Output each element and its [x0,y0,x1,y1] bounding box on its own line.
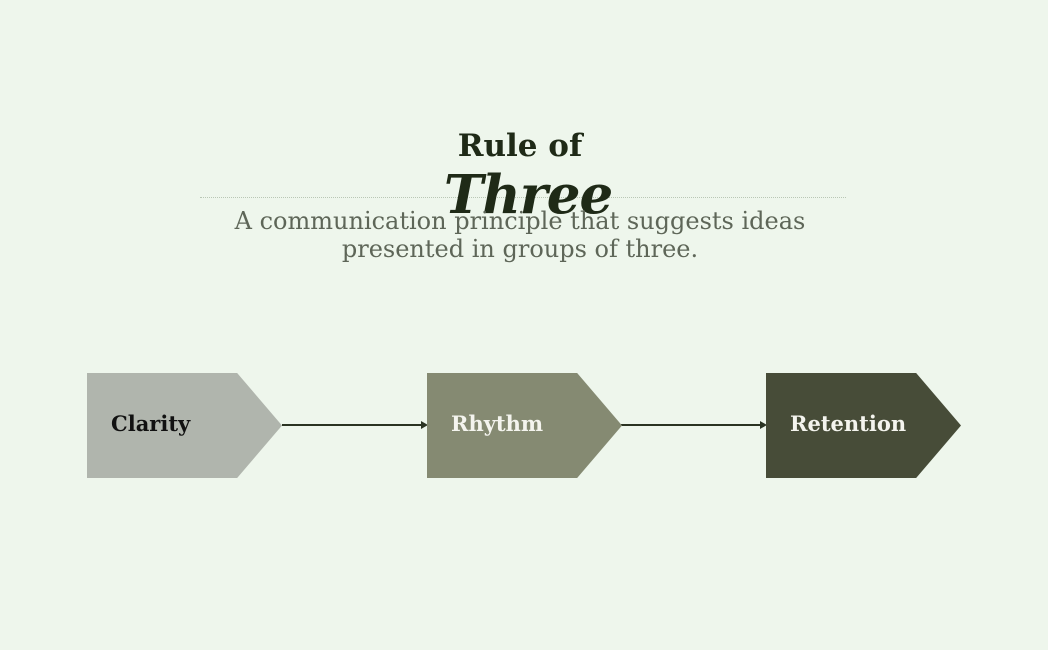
connector-1 [282,424,422,426]
title-divider [200,197,846,198]
step-clarity: Clarity [87,373,282,478]
step-rhythm: Rhythm [427,373,622,478]
step-retention-label: Retention [790,411,907,436]
title-line-2: Three [443,164,613,226]
step-rhythm-label: Rhythm [451,411,544,436]
step-retention: Retention [766,373,961,478]
step-clarity-label: Clarity [111,411,191,436]
arrowhead-1 [421,421,428,429]
connector-2 [621,424,761,426]
subtitle: A communication principle that suggests … [234,207,806,263]
title-line-1: Rule of [457,128,583,164]
arrowhead-2 [760,421,767,429]
